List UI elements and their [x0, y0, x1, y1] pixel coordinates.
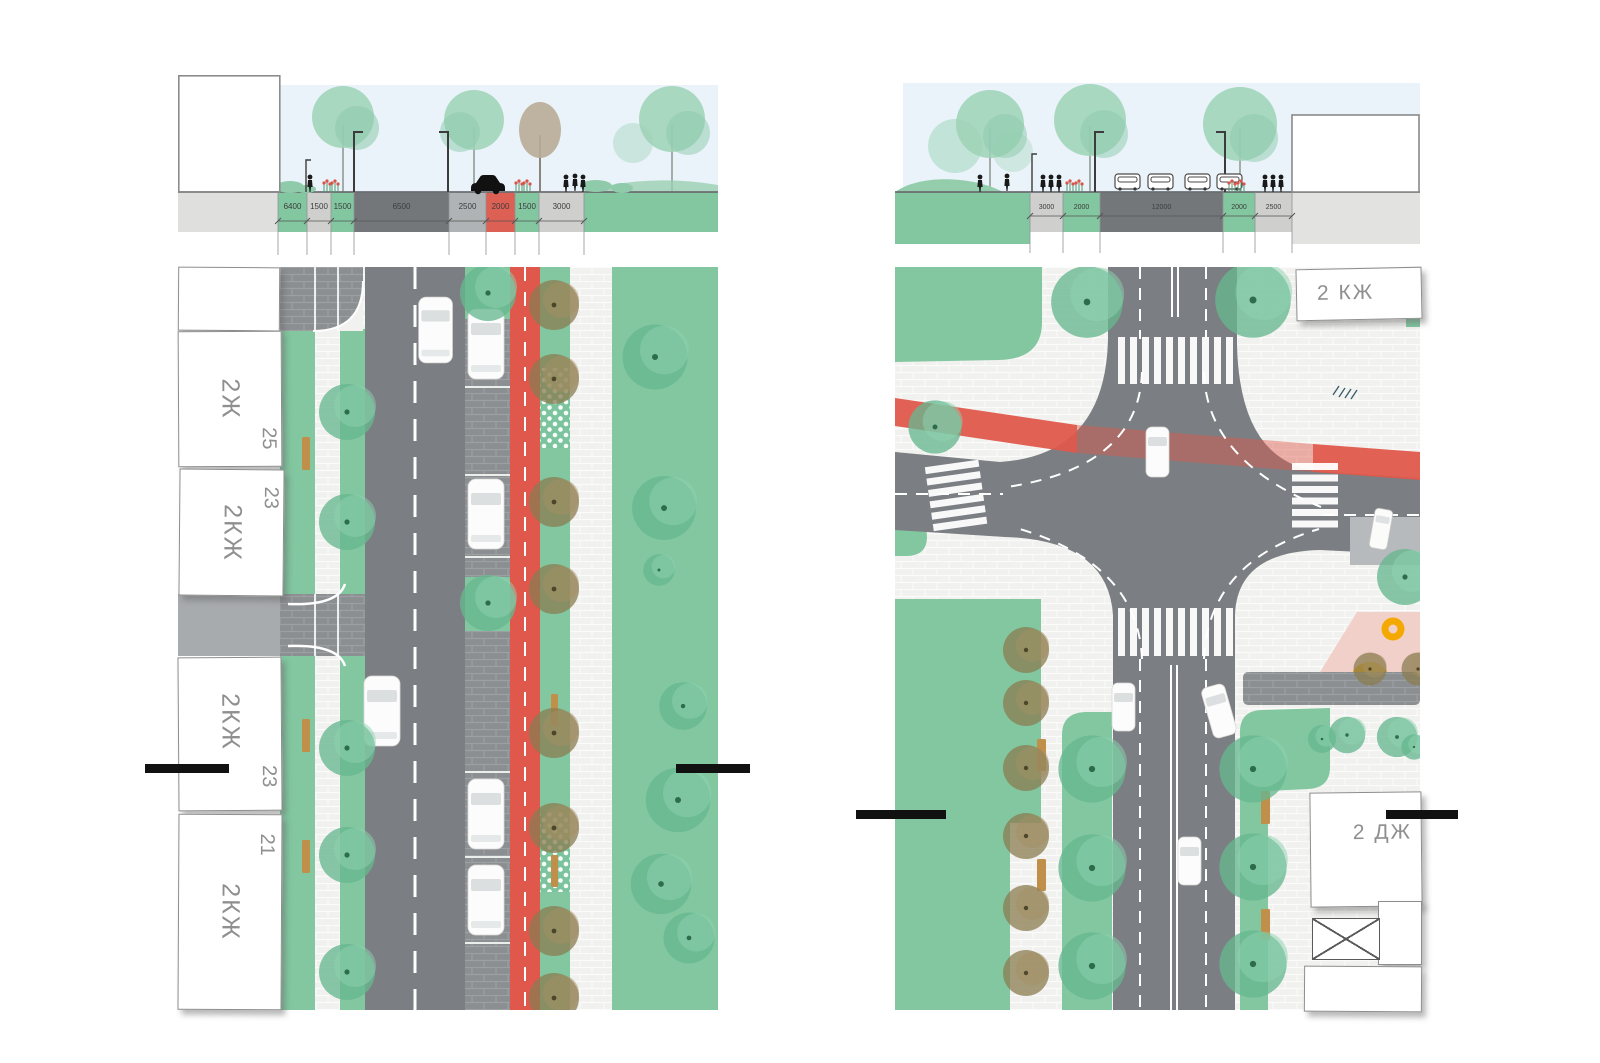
dimension-label: 1500 [310, 202, 328, 211]
van-icon [1368, 507, 1394, 551]
section-cut-marker [856, 810, 946, 819]
building-wing [1378, 901, 1422, 965]
building-label: 2КЖ [217, 503, 247, 562]
building-2kzh-23b: 2КЖ 23 [177, 656, 283, 812]
car-icon [471, 175, 505, 195]
section-cut-marker [1386, 810, 1458, 819]
dimension-label: 2500 [458, 202, 477, 211]
building-number: 25 [257, 427, 280, 450]
section-cut-marker [676, 764, 750, 773]
building-label: 2КЖ [216, 692, 245, 751]
building-2zh-25: 2Ж 25 [177, 330, 283, 468]
building-2kzh-21: 2КЖ 21 [177, 813, 283, 1011]
section-building [1291, 114, 1420, 193]
dimension-label: 12000 [1151, 204, 1172, 211]
building-block [177, 266, 281, 332]
garage-hatched-box [1312, 918, 1380, 960]
dimension-label: 3000 [1038, 204, 1055, 211]
dimension-label: 6400 [283, 202, 302, 211]
building-2dzh: 2 ДЖ [1309, 791, 1423, 908]
roadway [365, 267, 465, 1010]
cars [1111, 426, 1394, 886]
building-label: 2Ж [216, 378, 245, 420]
building-2kzh-top: 2 КЖ [1295, 266, 1423, 322]
building-label: 2КЖ [216, 883, 245, 941]
crosswalks [924, 337, 1338, 656]
driveway-passage [178, 583, 365, 667]
right-plan-drawing [895, 267, 1420, 1010]
street-lamp-icon [1031, 131, 1226, 192]
building-block-bottom [1303, 965, 1423, 1013]
bike-lane-scribbles [1332, 385, 1358, 400]
driveway-top [280, 267, 364, 332]
building-2kzh-23: 2КЖ 23 [178, 468, 285, 597]
section-dimension-lines [1026, 192, 1296, 253]
building-number: 23 [257, 765, 280, 788]
dimension-label: 2500 [1265, 204, 1282, 211]
section-building [178, 75, 281, 193]
left-cross-section-drawing [178, 75, 718, 255]
section-dimension-lines [274, 192, 588, 255]
dimension-label: 6500 [392, 202, 411, 211]
dimension-label: 2000 [1231, 204, 1247, 211]
section-cut-marker [145, 764, 229, 773]
left-plan-drawing [178, 267, 718, 1010]
dimension-label: 1500 [518, 202, 536, 211]
dimension-label: 3000 [552, 202, 571, 211]
building-label: 2 КЖ [1316, 280, 1375, 305]
right-cross-section-drawing [895, 83, 1420, 253]
section-trees [928, 84, 1278, 192]
dimension-label: 2000 [491, 202, 510, 211]
building-label: 2 ДЖ [1352, 820, 1413, 845]
dimension-label: 2000 [1073, 204, 1090, 211]
lane-markings [413, 267, 526, 1010]
building-number: 23 [259, 486, 282, 510]
street-lamp-icon [305, 131, 449, 192]
building-number: 21 [255, 833, 278, 856]
dimension-label: 1500 [333, 202, 352, 211]
section-ground [895, 179, 1420, 244]
